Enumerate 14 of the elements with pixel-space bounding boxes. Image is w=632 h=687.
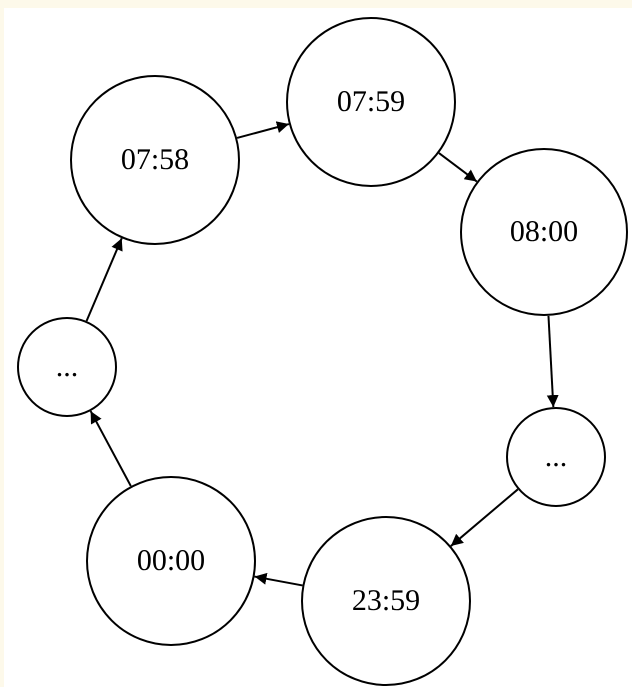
time-label: 00:00 [136, 546, 206, 576]
arrow [546, 316, 559, 408]
arrow [254, 572, 303, 586]
time-label: 08:00 [510, 217, 578, 247]
time-label: 23:59 [352, 586, 420, 616]
time-label: ... [544, 442, 568, 472]
arrow [90, 410, 132, 487]
arrow [450, 488, 518, 547]
time-label: 07:59 [336, 87, 406, 117]
arrow [438, 152, 478, 182]
arrow [236, 121, 290, 139]
arrow [86, 238, 123, 322]
time-label: ... [56, 352, 78, 382]
time-label: 07:58 [120, 145, 190, 175]
